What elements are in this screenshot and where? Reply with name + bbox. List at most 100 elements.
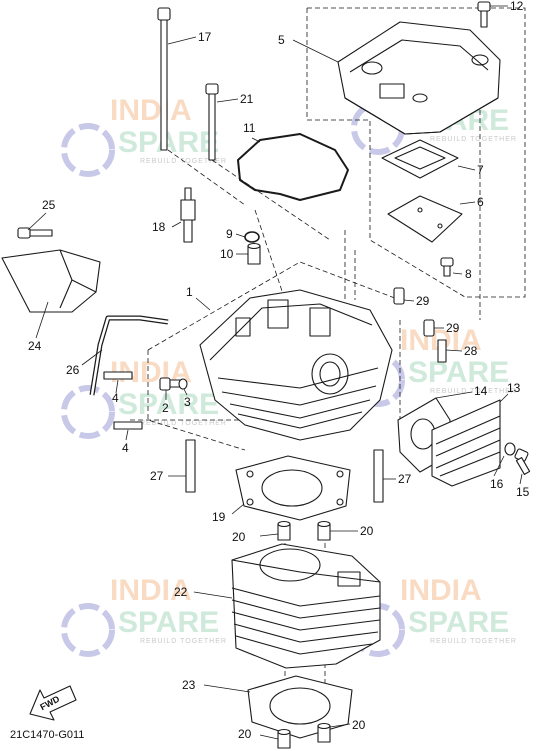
leader-17 xyxy=(167,36,197,45)
part-20-dowel-bottom-right xyxy=(317,722,331,743)
part-28-stud xyxy=(437,339,447,363)
callout-8: 8 xyxy=(465,267,472,281)
callout-25: 25 xyxy=(42,198,56,212)
leader-3 xyxy=(183,388,188,396)
part-12-bolt xyxy=(477,1,491,28)
watermark-bottom-left: INDIA SPARE REBUILD TOGETHER xyxy=(61,574,227,657)
callout-19: 19 xyxy=(212,510,226,524)
callout-10: 10 xyxy=(220,247,234,261)
part-25-bolt xyxy=(17,227,53,239)
leader-6 xyxy=(459,201,476,205)
leader-24 xyxy=(35,301,49,339)
callout-16: 16 xyxy=(490,477,504,491)
leader-21 xyxy=(216,98,239,103)
part-11-gasket xyxy=(237,133,349,201)
watermark-mid-left: INDIA SPARE REBUILD TOGETHER xyxy=(61,356,227,439)
leader-5 xyxy=(292,39,339,63)
watermark-tagline: REBUILD TOGETHER xyxy=(430,136,517,143)
part-16-washer xyxy=(504,442,516,456)
watermark-line2: SPARE xyxy=(118,606,219,639)
watermark-tagline: REBUILD TOGETHER xyxy=(430,388,517,395)
callout-13: 13 xyxy=(507,381,521,395)
cylinder-head-group-outline-top xyxy=(147,261,401,351)
watermark-line2: SPARE xyxy=(408,606,509,639)
part-4-stud-upper xyxy=(103,371,133,380)
callout-15: 15 xyxy=(516,485,530,499)
watermark-gear-icon xyxy=(61,603,115,657)
watermark-line2: SPARE xyxy=(408,356,509,389)
part-23-base-gasket xyxy=(247,675,353,739)
part-6-plate xyxy=(387,195,463,243)
leader-11 xyxy=(251,137,261,143)
callout-5: 5 xyxy=(278,33,285,47)
leader-4-lower xyxy=(125,429,129,441)
leader-20-top-left xyxy=(259,533,279,537)
part-18-spark-plug xyxy=(180,187,196,243)
watermark-line2: SPARE xyxy=(118,388,219,421)
callout-23: 23 xyxy=(182,678,196,692)
leader-16 xyxy=(493,455,505,477)
leader-19 xyxy=(231,503,245,515)
watermark-line1: INDIA xyxy=(400,574,482,607)
callout-labels: 17 21 12 5 11 7 6 8 18 9 10 25 24 26 1 4… xyxy=(28,0,530,741)
part-24-heat-guard xyxy=(1,249,101,313)
part-9-o-ring xyxy=(244,231,260,243)
pipe-inner xyxy=(90,316,169,396)
part-15-bolt xyxy=(514,448,531,475)
watermark-tagline: REBUILD TOGETHER xyxy=(140,158,227,165)
callout-24: 24 xyxy=(28,339,42,353)
part-3-washer xyxy=(178,378,188,390)
watermark-gear-icon xyxy=(61,385,115,439)
leader-1 xyxy=(195,297,211,311)
callout-27-left: 27 xyxy=(150,469,164,483)
callout-17: 17 xyxy=(198,30,212,44)
watermark-tagline: REBUILD TOGETHER xyxy=(430,638,517,645)
callout-1: 1 xyxy=(186,285,193,299)
part-5-valve-cover xyxy=(337,21,501,135)
watermark-gear-icon xyxy=(61,123,115,177)
part-20-dowel-bottom-left xyxy=(277,728,291,749)
part-20-dowel-top-left xyxy=(277,520,291,541)
watermark-tagline: REBUILD TOGETHER xyxy=(140,638,227,645)
callout-12: 12 xyxy=(510,0,524,13)
part-21-bolt xyxy=(205,83,219,161)
valve-cover-group-outline-left xyxy=(306,8,466,298)
leader-20-bottom-left xyxy=(259,734,279,740)
fwd-arrow-icon xyxy=(29,685,77,721)
leader-29-upper xyxy=(403,299,415,302)
callout-22: 22 xyxy=(174,585,188,599)
callout-21: 21 xyxy=(240,92,254,106)
part-17-stud-bolt xyxy=(157,7,171,151)
part-13-reed-block xyxy=(431,399,501,487)
callout-9: 9 xyxy=(226,227,233,241)
watermark-line1: INDIA xyxy=(110,94,192,127)
part-27-stud-left xyxy=(185,439,196,493)
leader-26 xyxy=(81,349,103,366)
callout-4-upper: 4 xyxy=(112,391,119,405)
part-code: 21C1470-G011 xyxy=(10,729,84,741)
watermark-top-left: INDIA SPARE REBUILD TOGETHER xyxy=(61,94,227,177)
callout-11: 11 xyxy=(243,121,256,135)
leader-25 xyxy=(27,212,47,231)
callout-29-upper: 29 xyxy=(416,294,430,308)
callout-20-top-right: 20 xyxy=(360,524,374,538)
part-7-gasket xyxy=(381,139,459,179)
part-27-stud-right xyxy=(373,449,384,503)
leader-22 xyxy=(193,591,233,599)
part-10-dowel xyxy=(247,242,261,265)
part-22-cylinder xyxy=(231,543,381,669)
callout-2: 2 xyxy=(162,401,169,415)
callout-20-bottom-right: 20 xyxy=(352,718,366,732)
watermark-tagline: REBUILD TOGETHER xyxy=(140,420,227,427)
leader-15 xyxy=(519,473,523,485)
leader-4-upper xyxy=(115,379,119,394)
part-1-cylinder-head xyxy=(199,289,393,441)
callout-20-bottom-left: 20 xyxy=(238,727,252,741)
callout-28: 28 xyxy=(464,344,478,358)
callout-3: 3 xyxy=(184,395,191,409)
part-29-dowel-upper xyxy=(393,287,405,305)
leader-9 xyxy=(235,233,246,238)
part-20-dowel-top-right xyxy=(317,520,331,541)
